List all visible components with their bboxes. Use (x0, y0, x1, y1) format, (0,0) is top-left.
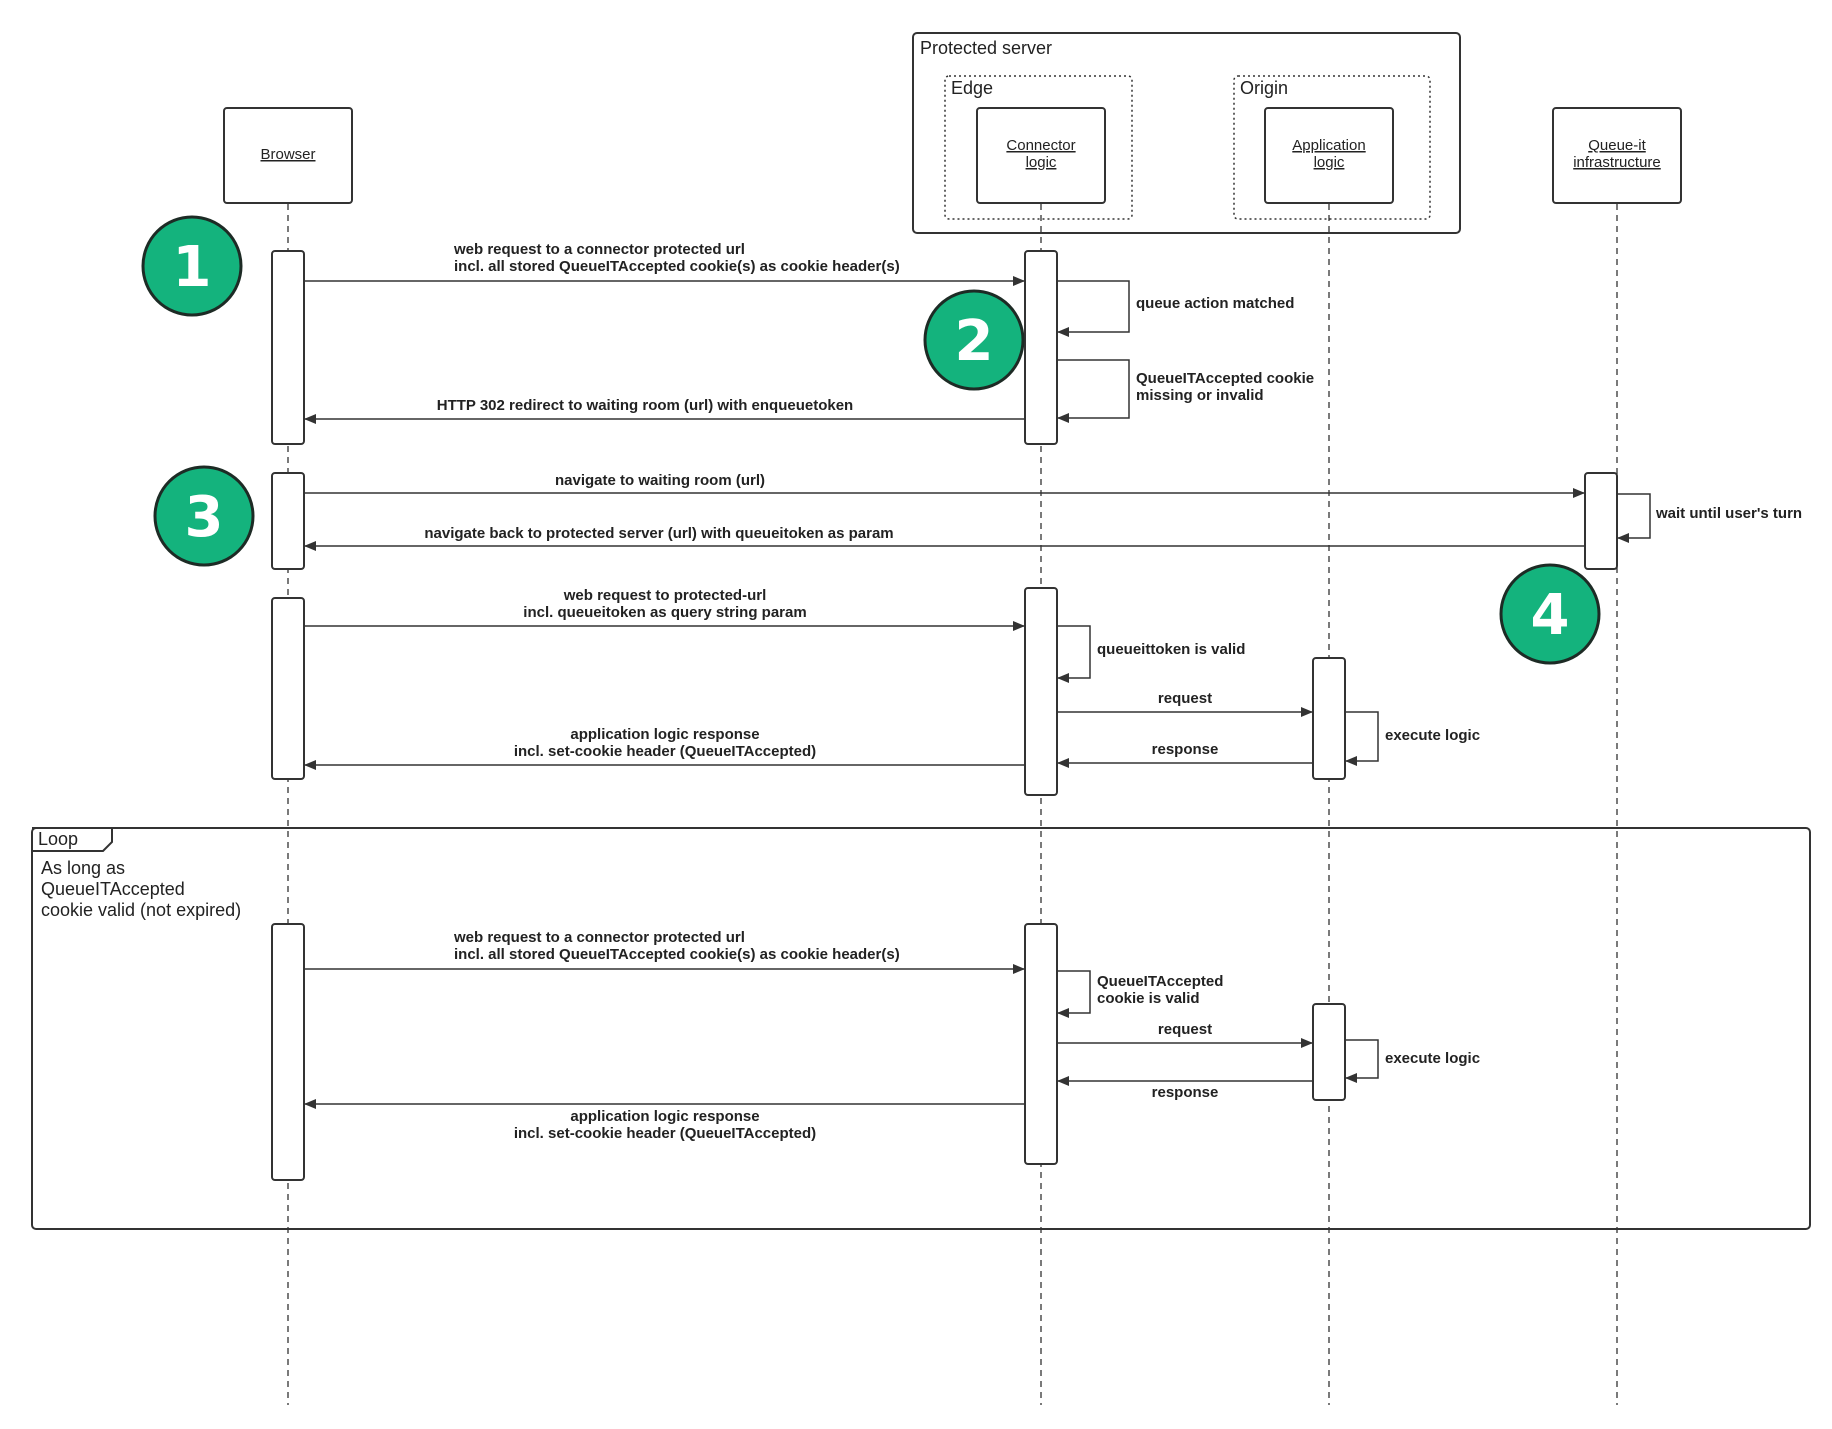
message-m8-label-1: web request to protected-url (563, 587, 767, 604)
messages (304, 276, 1651, 1109)
message-m10-label: request (1158, 690, 1212, 707)
participant-connector-label-2: logic (1026, 154, 1057, 171)
message-m2-label: queue action matched (1136, 295, 1294, 312)
message-m15-label-2: cookie is valid (1097, 990, 1200, 1007)
edge-label: Edge (951, 78, 993, 98)
message-m11-label: execute logic (1385, 727, 1480, 744)
loop-frame: Loop As long as QueueITAccepted cookie v… (31, 827, 1811, 1230)
activation-app-2 (1312, 1003, 1346, 1101)
message-m12-label: response (1152, 741, 1219, 758)
message-m3-label-2: missing or invalid (1136, 387, 1264, 404)
activation-connector-2 (1024, 587, 1058, 796)
message-m2-arrow (1057, 280, 1130, 337)
message-m9-arrow (1057, 625, 1091, 683)
step-badge-1: 1 (141, 215, 243, 317)
step-badge-2-number: 2 (955, 309, 994, 374)
loop-condition-line-2: QueueITAccepted (41, 879, 185, 899)
loop-tag: Loop (38, 829, 78, 849)
activation-browser-2 (271, 472, 305, 570)
participant-queueit-infrastructure: Queue-it infrastructure (1552, 107, 1682, 204)
message-m4-label: HTTP 302 redirect to waiting room (url) … (437, 397, 853, 414)
message-m6-arrow (1617, 493, 1651, 543)
message-m8-label-2: incl. queueitoken as query string param (523, 604, 806, 621)
message-m13-label-1: application logic response (570, 726, 759, 743)
participant-connector-label-1: Connector (1006, 137, 1075, 154)
step-badge-3-number: 3 (185, 485, 224, 550)
activation-browser-1 (271, 250, 305, 445)
message-m6-label: wait until user's turn (1655, 505, 1802, 522)
message-m15-arrow (1057, 970, 1091, 1018)
message-m5-label: navigate to waiting room (url) (555, 472, 765, 489)
message-m13-label-2: incl. set-cookie header (QueueITAccepted… (514, 743, 816, 760)
step-badge-3: 3 (153, 465, 255, 567)
loop-condition-line-3: cookie valid (not expired) (41, 900, 241, 920)
message-m17-arrow (1345, 1039, 1379, 1083)
edge-group: Edge (944, 75, 1133, 220)
message-labels: web request to a connector protected url… (424, 241, 1802, 1142)
origin-label: Origin (1240, 78, 1288, 98)
activation-queueit-1 (1584, 472, 1618, 570)
step-badge-1-number: 1 (173, 235, 212, 300)
participant-app-label-1: Application (1292, 137, 1365, 154)
message-m19-label-1: application logic response (570, 1108, 759, 1125)
participant-queueit-label-1: Queue-it (1588, 137, 1646, 154)
message-m3-arrow (1057, 359, 1130, 423)
message-m1-label-2: incl. all stored QueueITAccepted cookie(… (454, 258, 900, 275)
message-m15-label-1: QueueITAccepted (1097, 973, 1223, 990)
step-badge-2: 2 (923, 289, 1025, 391)
message-m17-label: execute logic (1385, 1050, 1480, 1067)
participant-app-label-2: logic (1314, 154, 1345, 171)
message-m14-label-2: incl. all stored QueueITAccepted cookie(… (454, 946, 900, 963)
participant-queueit-label-2: infrastructure (1573, 154, 1661, 171)
origin-group: Origin (1233, 75, 1431, 220)
message-m3-label-1: QueueITAccepted cookie (1136, 370, 1314, 387)
message-m7-label: navigate back to protected server (url) … (424, 525, 893, 542)
step-badge-4: 4 (1499, 563, 1601, 665)
message-m18-label: response (1152, 1084, 1219, 1101)
activation-connector-3 (1024, 923, 1058, 1165)
participant-browser: Browser (223, 107, 353, 204)
activations (271, 250, 1618, 1181)
participant-application-logic: Application logic (1264, 107, 1394, 204)
message-m9-label: queueittoken is valid (1097, 641, 1245, 658)
activation-browser-4 (271, 923, 305, 1181)
message-m11-arrow (1345, 711, 1379, 766)
message-m1-label-1: web request to a connector protected url (453, 241, 745, 258)
activation-app-1 (1312, 657, 1346, 780)
step-badge-4-number: 4 (1531, 583, 1570, 648)
activation-connector-1 (1024, 250, 1058, 445)
loop-condition-line-1: As long as (41, 858, 125, 878)
protected-server-label: Protected server (920, 38, 1052, 58)
message-m19-label-2: incl. set-cookie header (QueueITAccepted… (514, 1125, 816, 1142)
participant-connector-logic: Connector logic (976, 107, 1106, 204)
protected-server-group: Protected server (912, 32, 1461, 234)
activation-browser-3 (271, 597, 305, 780)
message-m16-label: request (1158, 1021, 1212, 1038)
participant-browser-label: Browser (260, 146, 315, 163)
message-m14-label-1: web request to a connector protected url (453, 929, 745, 946)
